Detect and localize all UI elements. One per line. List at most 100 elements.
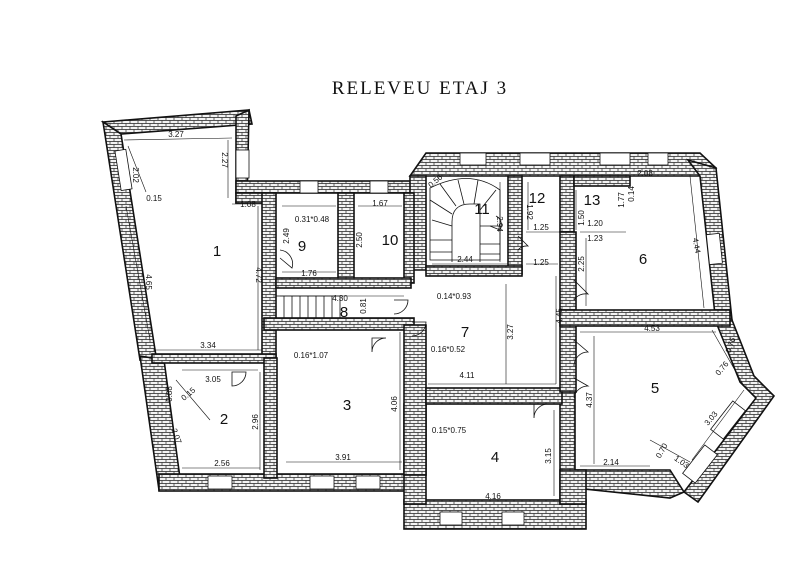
window	[207, 475, 233, 490]
wall-r13-box	[573, 175, 631, 187]
room-label-9: 9	[298, 238, 306, 255]
dim-r4-bottom: 4.16	[485, 492, 501, 501]
wall-corridor-south	[425, 265, 523, 277]
room-label-12: 12	[529, 190, 546, 207]
doors	[231, 215, 590, 419]
door	[533, 403, 549, 419]
dim-r2-right: 2.96	[251, 414, 260, 430]
dim-r9-top: 0.31*0.48	[295, 215, 330, 224]
window	[519, 152, 551, 166]
dim-r6-right: 4.44	[691, 237, 703, 254]
wall-r1-r8	[261, 192, 277, 359]
wall-room5-south	[574, 469, 686, 499]
dim-r7-niche: 0.16*0.52	[431, 345, 466, 354]
dim-r1-right-b: 4.72	[254, 267, 263, 283]
wall-r10-east	[403, 192, 415, 284]
door	[231, 371, 247, 387]
dim-r6-left: 2.25	[577, 256, 586, 272]
door	[573, 377, 590, 399]
room-labels: 1 2 3 4 5 6 7 8 9 10 11 12 13	[213, 190, 659, 466]
dim-r1-notch: 1.08	[240, 200, 256, 209]
dim-r5-bottom: 2.14	[603, 458, 619, 467]
window	[459, 152, 487, 166]
wall-stair-north	[408, 152, 718, 177]
spiral-staircase-room11	[429, 178, 501, 262]
dim-r1-left-b: 4.65	[144, 274, 153, 290]
dim-corridor-c: 0.16*1.07	[294, 351, 329, 360]
dim-r6-top: 2.08	[637, 169, 653, 178]
wall-r3-r7	[403, 324, 427, 476]
dim-r3-right: 4.06	[390, 396, 399, 412]
dim-r8-top: 4.30	[332, 294, 348, 303]
wall-room1-west	[101, 120, 157, 361]
window	[710, 400, 746, 440]
door	[517, 235, 530, 251]
dim-r10-side: 2.50	[355, 232, 364, 248]
room-label-11: 11	[474, 201, 490, 218]
dim-r4-niche: 0.15*0.75	[432, 426, 467, 435]
dim-r1-top: 3.27	[168, 130, 184, 139]
room-label-8: 8	[340, 304, 348, 321]
dim-r1-diag: 0.15	[146, 194, 162, 203]
room-label-10: 10	[382, 232, 399, 249]
door	[371, 337, 387, 353]
window	[599, 152, 631, 166]
room-label-6: 6	[639, 251, 647, 268]
dim-r13-side: 1.50	[577, 210, 586, 226]
dim-r13-top: 0.14	[627, 186, 636, 202]
dim-r9-bottom: 1.76	[301, 269, 317, 278]
wall-r12-r13	[559, 175, 575, 233]
dim-r13-bottom: 1.20	[587, 219, 603, 228]
dim-r1-right-a: 2.27	[220, 152, 229, 168]
wall-r1-bottom	[151, 353, 277, 364]
room-label-13: 13	[584, 192, 601, 209]
window	[355, 475, 381, 490]
dim-corridor-b: 0.14*0.93	[437, 292, 472, 301]
window	[682, 444, 718, 484]
dim-r6-step: 1.23	[587, 234, 603, 243]
dim-r1-left-a: 2.02	[131, 167, 140, 183]
wall-room5-bay	[682, 319, 776, 504]
door	[489, 215, 502, 231]
window	[309, 475, 335, 490]
dim-r9-side: 2.49	[282, 228, 291, 244]
dim-r5-diag-d: 0.70	[654, 441, 670, 459]
wall-r9-r10	[337, 192, 355, 284]
door	[393, 299, 409, 315]
dim-r11-side: 2.94	[495, 216, 504, 232]
dim-r2-top: 3.05	[205, 375, 221, 384]
dim-r12-bottom: 1.25	[533, 223, 549, 232]
staircase-room8	[275, 295, 341, 319]
dim-r5-left: 4.37	[585, 392, 594, 408]
dim-r2-diag-a: 0.88	[165, 386, 174, 402]
wall-r7-r4	[425, 387, 563, 405]
dim-r6-left-top: 1.77	[617, 192, 626, 208]
wall-r9-south	[275, 277, 412, 289]
wall-west-lower	[139, 355, 181, 492]
dim-r5-diag-b: 0.76	[714, 359, 731, 377]
room-label-2: 2	[220, 411, 228, 428]
room-label-5: 5	[651, 380, 659, 397]
dim-r7-side: 3.27	[506, 324, 515, 340]
wall-stair-east	[507, 175, 523, 275]
dim-r4-right: 3.15	[544, 448, 553, 464]
dim-r12-side: 1.92	[525, 204, 534, 220]
window	[299, 180, 319, 194]
dim-r11-bottom: 2.44	[457, 255, 473, 264]
wall-r2-r3	[263, 357, 278, 479]
window	[439, 511, 463, 526]
dim-r7-bottom: 4.11	[460, 371, 476, 380]
wall-step-east	[559, 469, 587, 505]
dim-corridor-a: 1.25	[533, 258, 549, 267]
window	[647, 152, 669, 166]
dim-r8-side: 0.81	[359, 298, 368, 314]
window	[705, 232, 723, 265]
wall-room4-south	[403, 499, 587, 530]
window	[114, 148, 133, 191]
door	[279, 249, 293, 269]
room-label-3: 3	[343, 397, 351, 414]
dimension-labels: 3.27 2.02 0.15 2.27 1.08 4.65 4.72 3.34 …	[131, 130, 738, 501]
dim-r7-right: 4.45	[555, 308, 564, 324]
room-label-1: 1	[213, 243, 221, 260]
